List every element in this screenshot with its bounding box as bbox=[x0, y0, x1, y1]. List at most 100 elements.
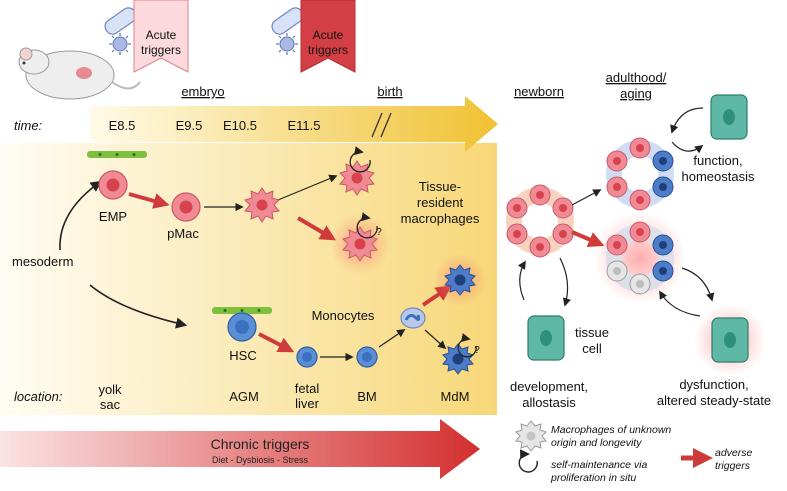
location-bm: BM bbox=[357, 389, 377, 404]
tissue-cell-newborn bbox=[527, 315, 565, 361]
mdm-macrophage bbox=[442, 343, 474, 375]
mdm-adverse-macrophage bbox=[444, 264, 476, 296]
location-label: location: bbox=[14, 389, 63, 404]
tissue-interaction-arrow bbox=[659, 290, 701, 317]
acute-trigger-label-1a: Acute bbox=[146, 28, 177, 42]
pmac-cell bbox=[171, 192, 201, 222]
time-tick: E11.5 bbox=[287, 118, 320, 133]
location-yolk-sac: sac bbox=[100, 397, 121, 412]
trm-healthy-macrophage bbox=[339, 160, 375, 196]
acute-trigger-label-2b: triggers bbox=[308, 43, 348, 57]
dysfunction-label: dysfunction, bbox=[679, 377, 748, 392]
tissue-interaction-arrow bbox=[559, 257, 571, 307]
stage-adulthood: adulthood/ bbox=[606, 70, 667, 85]
function-label: function, bbox=[693, 153, 742, 168]
monocyte-cell bbox=[400, 307, 426, 329]
mesoderm-to-hsc-arrow bbox=[89, 284, 188, 329]
acute-trigger-label-2a: Acute bbox=[313, 28, 344, 42]
timeline-break-2 bbox=[380, 112, 392, 138]
emp-to-pmac-arrow bbox=[128, 192, 170, 209]
hsc-label: HSC bbox=[229, 348, 256, 363]
trm-label-1: Tissue- bbox=[419, 179, 461, 194]
trm-adverse-macrophage bbox=[342, 226, 378, 262]
legend-self-2: proliferation in situ bbox=[550, 472, 636, 484]
newborn-to-adult-arrow bbox=[571, 189, 602, 206]
adult-healthy-niche bbox=[606, 137, 674, 211]
stage-aging: aging bbox=[620, 86, 652, 101]
hsc-cell bbox=[227, 312, 257, 342]
tissue-interaction-arrow bbox=[671, 141, 704, 154]
tissue-cell-dysfunctional bbox=[711, 317, 749, 363]
time-label: time: bbox=[14, 118, 43, 133]
newborn-niche bbox=[506, 184, 574, 258]
time-tick: E8.5 bbox=[109, 118, 136, 133]
location-mdm: MdM bbox=[441, 389, 470, 404]
adverse-macrophage-arrow bbox=[296, 216, 337, 241]
tissue-cell-healthy bbox=[710, 94, 748, 140]
self-maintenance-loop bbox=[356, 212, 378, 239]
tissue-interaction-arrow bbox=[681, 267, 715, 302]
stage-embryo: embryo bbox=[181, 84, 224, 99]
acute-trigger-banner-2 bbox=[300, 0, 356, 73]
adult-adverse-niche bbox=[606, 221, 674, 295]
legend-self-maintenance-icon bbox=[518, 449, 538, 473]
embryo-panel bbox=[0, 143, 497, 415]
cell-label: cell bbox=[582, 341, 602, 356]
stage-newborn: newborn bbox=[514, 84, 564, 99]
emp-label: EMP bbox=[99, 209, 127, 224]
question-mark: ? bbox=[376, 227, 382, 238]
emp-cell bbox=[98, 170, 128, 200]
location-fetal-liver: fetal bbox=[295, 381, 320, 396]
chronic-subtitle: Diet - Dysbiosis - Stress bbox=[212, 455, 309, 465]
legend-adverse-1: adverse bbox=[715, 447, 753, 459]
newborn-to-adverse-arrow bbox=[571, 230, 605, 247]
trm-label-3: macrophages bbox=[401, 211, 480, 226]
monocyte-to-mdm-arrow bbox=[424, 329, 447, 350]
legend-self-1: self-maintenance via bbox=[551, 459, 647, 471]
time-tick: E9.5 bbox=[176, 118, 203, 133]
stage-birth: birth bbox=[377, 84, 402, 99]
trm-label-2: resident bbox=[417, 195, 464, 210]
acute-trigger-banner-1 bbox=[133, 0, 189, 73]
hsc-to-liver-arrow bbox=[258, 332, 295, 353]
chronic-title: Chronic triggers bbox=[211, 436, 310, 452]
monocytes-label: Monocytes bbox=[312, 308, 375, 323]
virus-icon bbox=[109, 33, 131, 55]
hsc-niche-bar bbox=[212, 307, 272, 314]
bm-progenitor bbox=[356, 346, 378, 368]
chronic-arrow bbox=[0, 419, 480, 479]
legend-unknown-2: origin and longevity bbox=[551, 437, 642, 449]
tissue-interaction-arrow bbox=[517, 260, 526, 301]
tissue-label: tissue bbox=[575, 325, 609, 340]
self-maintenance-loop bbox=[349, 146, 371, 173]
homeostasis-label: homeostasis bbox=[682, 169, 755, 184]
emp-niche-bar bbox=[87, 151, 147, 158]
acute-trigger-label-1b: triggers bbox=[141, 43, 181, 57]
altered-state-label: altered steady-state bbox=[657, 393, 771, 408]
self-maintenance-loop bbox=[457, 333, 477, 358]
time-tick: E10.5 bbox=[223, 118, 257, 133]
bacteria-icon bbox=[104, 7, 137, 35]
development-label: development, bbox=[510, 379, 588, 394]
fetal-liver-progenitor bbox=[296, 346, 318, 368]
timeline-break-1 bbox=[371, 112, 383, 138]
question-mark: ? bbox=[474, 345, 480, 356]
pmac-label: pMac bbox=[167, 226, 199, 241]
legend-unknown-macrophage-icon bbox=[515, 420, 547, 452]
mesoderm-to-emp-arrow bbox=[59, 180, 102, 251]
mesoderm-label: mesoderm bbox=[12, 254, 73, 269]
location-agm: AGM bbox=[229, 389, 259, 404]
legend-adverse-2: triggers bbox=[715, 460, 751, 472]
location-yolk-sac: yolk bbox=[98, 382, 122, 397]
bacteria-icon bbox=[271, 7, 304, 35]
allostasis-label: allostasis bbox=[522, 395, 576, 410]
virus-icon bbox=[276, 33, 298, 55]
macrophage-nucleus bbox=[256, 199, 268, 211]
tissue-interaction-arrow bbox=[670, 107, 704, 134]
legend-unknown-1: Macrophages of unknown bbox=[551, 424, 671, 436]
timeline-arrow bbox=[90, 96, 498, 152]
mouse-icon bbox=[18, 47, 141, 100]
location-fetal-liver: liver bbox=[295, 396, 320, 411]
